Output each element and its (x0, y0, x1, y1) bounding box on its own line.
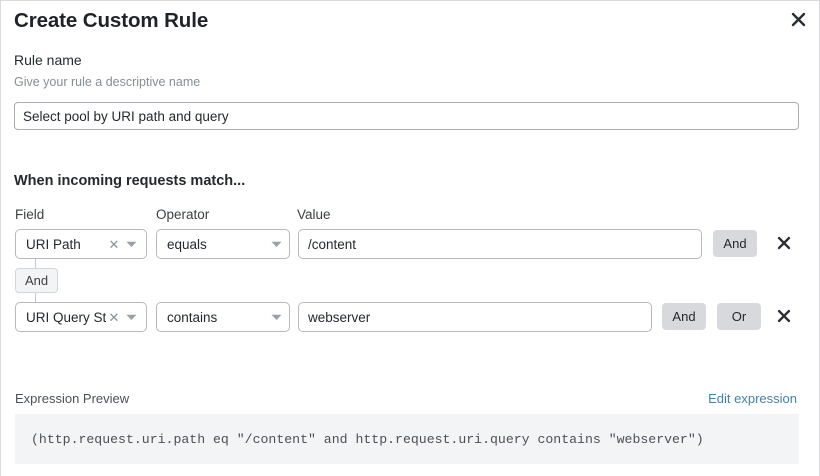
value-input[interactable] (298, 302, 652, 332)
operator-select-value: contains (167, 309, 218, 325)
field-select-value: URI Query St... (26, 309, 106, 325)
dialog-title: Create Custom Rule (14, 9, 209, 32)
rule-name-input[interactable] (14, 102, 799, 130)
rule-name-label: Rule name (14, 52, 82, 68)
delete-icon[interactable] (773, 232, 795, 254)
expression-preview-code: (http.request.uri.path eq "/content" and… (15, 414, 799, 464)
and-button[interactable]: And (662, 303, 706, 330)
delete-icon[interactable] (773, 305, 795, 327)
or-button[interactable]: Or (717, 303, 761, 330)
field-select-value: URI Path (26, 236, 81, 252)
close-icon[interactable] (786, 7, 810, 31)
field-select[interactable]: URI Query St... ✕ (15, 302, 147, 332)
operator-select-value: equals (167, 236, 207, 252)
expression-preview-label: Expression Preview (15, 391, 130, 406)
condition-row: URI Query St... ✕ contains And Or (1, 302, 820, 332)
chevron-down-icon[interactable] (122, 314, 140, 321)
column-header-field: Field (15, 207, 45, 222)
value-input[interactable] (298, 229, 702, 259)
column-header-value: Value (297, 207, 331, 222)
and-button[interactable]: And (713, 230, 757, 257)
condition-row: URI Path ✕ equals And (1, 229, 820, 259)
edit-expression-link[interactable]: Edit expression (708, 391, 797, 406)
condition-connector: And (15, 259, 77, 305)
clear-icon[interactable]: ✕ (108, 309, 120, 325)
column-header-operator: Operator (156, 207, 210, 222)
operator-select[interactable]: contains (156, 302, 290, 332)
clear-icon[interactable]: ✕ (108, 236, 120, 252)
operator-select[interactable]: equals (156, 229, 290, 259)
chevron-down-icon[interactable] (267, 314, 285, 321)
chevron-down-icon[interactable] (267, 241, 285, 248)
match-section-heading: When incoming requests match... (14, 173, 246, 189)
chevron-down-icon[interactable] (122, 241, 140, 248)
field-select[interactable]: URI Path ✕ (15, 229, 147, 259)
connector-and-badge[interactable]: And (15, 268, 59, 293)
rule-name-hint: Give your rule a descriptive name (14, 75, 201, 89)
